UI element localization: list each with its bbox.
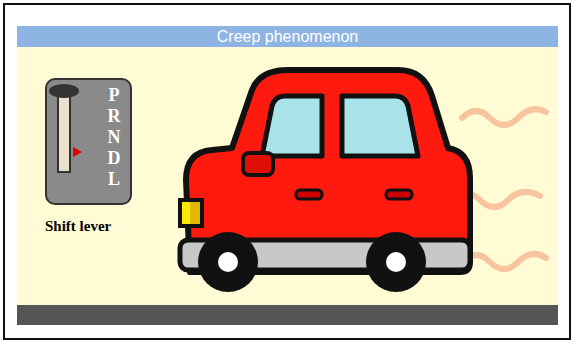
door-handle <box>296 190 322 199</box>
gear-positions: P R N D L <box>106 85 122 190</box>
title-band: Creep phenomenon <box>17 26 558 47</box>
car-window <box>342 96 418 156</box>
shift-lever-box: P R N D LShift lever <box>45 78 132 205</box>
door-handle <box>386 190 412 199</box>
wheel-hub <box>218 252 238 272</box>
side-mirror <box>243 153 273 175</box>
wheel <box>366 232 426 292</box>
heat-wave <box>462 254 546 269</box>
lever-drawing <box>47 80 107 190</box>
wheel <box>198 232 258 292</box>
heat-wave <box>462 109 546 125</box>
shift-lever-label: Shift lever <box>45 218 111 235</box>
position-arrow <box>73 147 82 157</box>
title-text: Creep phenomenon <box>217 28 358 45</box>
headlight-shade <box>190 202 200 224</box>
headlight <box>180 200 202 226</box>
wheel-hub <box>386 252 406 272</box>
ground-bar <box>17 305 558 325</box>
lever-knob <box>49 84 79 98</box>
lever-stick <box>58 92 70 172</box>
car-window <box>262 96 322 156</box>
